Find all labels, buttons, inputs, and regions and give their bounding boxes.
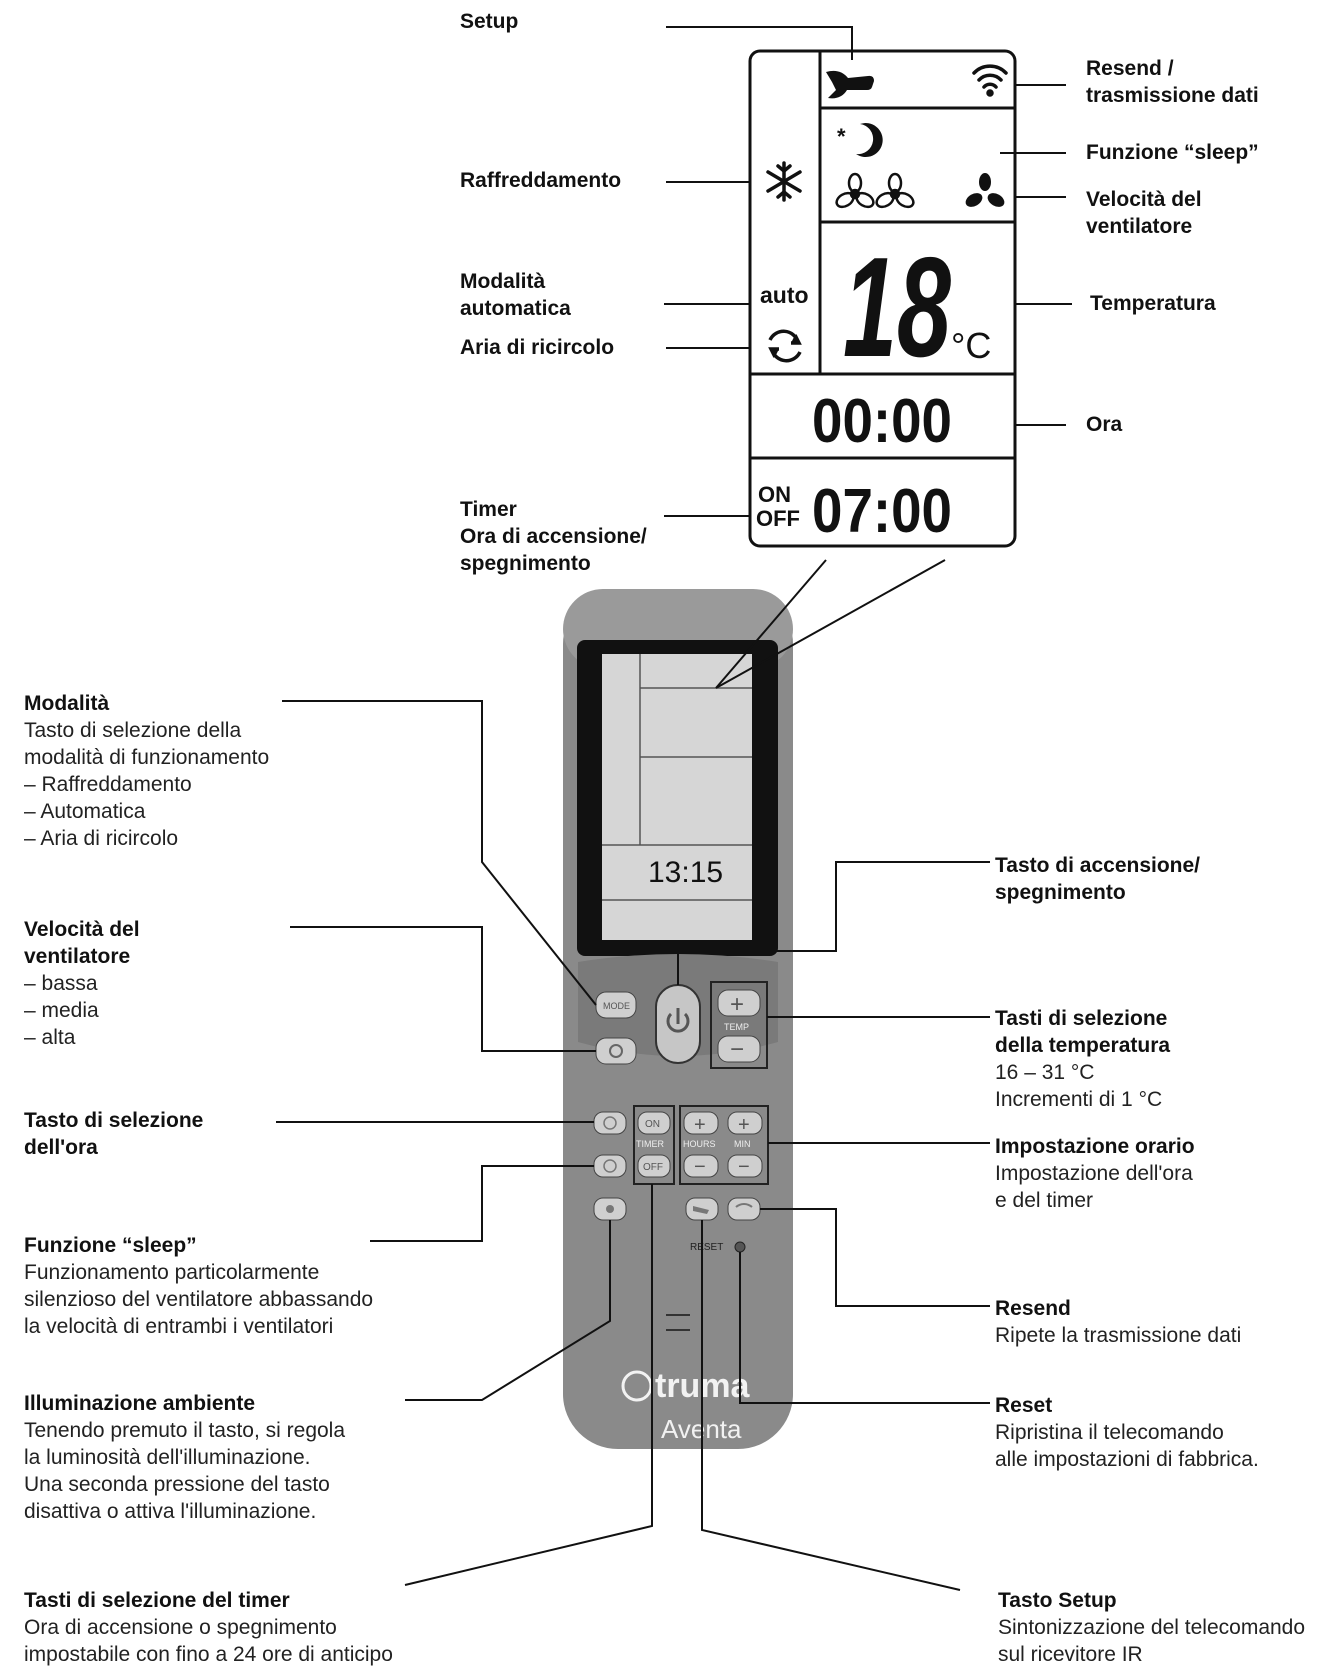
label-temperature: Temperatura (1090, 292, 1216, 315)
wrench-icon (693, 1206, 709, 1214)
hours-plus-button[interactable]: + (683, 1111, 719, 1136)
label-power: Tasto di accensione/ spegnimento (995, 854, 1201, 904)
label-resend-lcd: Resend / trasmissione dati (1086, 57, 1259, 107)
svg-text:−: − (738, 1156, 750, 1178)
label-setup-button: Tasto Setup Sintonizzazione del telecoma… (998, 1589, 1306, 1666)
svg-text:+: + (694, 1114, 706, 1136)
label-light: Illuminazione ambiente Tenendo premuto i… (24, 1392, 346, 1523)
fan-icon (609, 1044, 623, 1058)
fan-speed-button[interactable] (595, 1037, 637, 1065)
label-fan-speed: Velocità del ventilatore – bassa – media… (24, 918, 140, 1049)
label-time-setting: Impostazione orario Impostazione dell'or… (995, 1135, 1195, 1212)
fan-high-icon (965, 173, 1005, 207)
label-recirculation: Aria di ricircolo (460, 336, 615, 359)
wifi-icon (735, 1203, 753, 1208)
label-setup: Setup (460, 10, 519, 33)
lcd-temperature-unit: °C (951, 325, 991, 366)
hours-label: HOURS (683, 1139, 716, 1149)
min-plus-button[interactable]: + (727, 1111, 763, 1136)
svg-text:MODE: MODE (603, 1001, 630, 1011)
min-minus-button[interactable]: − (727, 1154, 763, 1178)
label-resend: Resend Ripete la trasmissione dati (995, 1297, 1242, 1347)
setup-button[interactable] (685, 1197, 719, 1221)
snowflake-icon (766, 161, 802, 202)
label-sleep: Funzione “sleep” Funzionamento particola… (24, 1234, 374, 1338)
label-auto-mode: Modalità automatica (460, 270, 571, 320)
svg-text:ON: ON (645, 1119, 660, 1130)
label-timer-select: Tasti di selezione del timer Ora di acce… (24, 1589, 393, 1666)
temp-label: TEMP (724, 1022, 749, 1032)
moon-icon (603, 1159, 617, 1173)
label-sleep-lcd: Funzione “sleep” (1086, 141, 1259, 164)
label-timer-lcd: Timer Ora di accensione/ spegnimento (460, 498, 647, 575)
temp-button-group (710, 981, 768, 1069)
svg-text:+: + (738, 1114, 750, 1136)
svg-text:−: − (730, 1036, 744, 1063)
svg-text:−: − (694, 1156, 706, 1178)
clock-icon (603, 1116, 617, 1130)
lcd-temperature-digits: 18 (843, 228, 951, 387)
svg-text:*: * (837, 124, 846, 149)
power-icon (666, 1012, 690, 1033)
lcd-clock-digits: 00:00 (812, 387, 952, 456)
label-temp-select: Tasti di selezione della temperatura 16 … (995, 1007, 1171, 1111)
label-reset: Reset Ripristina il telecomando alle imp… (995, 1394, 1259, 1471)
timer-label: TIMER (636, 1139, 664, 1149)
resend-button[interactable] (727, 1197, 761, 1221)
recirculation-icon (768, 329, 802, 363)
lcd-on-text: ON (758, 482, 791, 507)
wrench-icon (826, 70, 874, 99)
min-label: MIN (734, 1139, 751, 1149)
wifi-icon (972, 64, 1008, 97)
power-button[interactable] (655, 984, 701, 1064)
lcd-timer-digits: 07:00 (812, 477, 952, 546)
fan-mid-icon (875, 172, 915, 209)
lcd-frame (748, 49, 1017, 548)
light-icon (606, 1205, 614, 1213)
lcd-off-text: OFF (756, 506, 800, 531)
svg-text:+: + (730, 991, 744, 1018)
mode-button[interactable]: MODE (595, 991, 637, 1019)
timer-button-group (633, 1105, 675, 1185)
label-cooling: Raffreddamento (460, 169, 622, 192)
remote-screen-time: 13:15 (648, 856, 723, 889)
label-mode: Modalità Tasto di selezione della modali… (24, 692, 270, 850)
reset-pinhole[interactable] (734, 1241, 746, 1253)
light-button[interactable] (593, 1197, 627, 1221)
leader-lines (276, 26, 1072, 1591)
reset-label: RESET (690, 1242, 723, 1253)
hours-minus-button[interactable]: − (683, 1154, 719, 1178)
timer-on-button[interactable]: ON (637, 1111, 671, 1135)
label-fan-speed-lcd: Velocità del ventilatore (1086, 188, 1202, 238)
temp-minus-button[interactable]: − (717, 1035, 761, 1063)
timer-off-button[interactable]: OFF (637, 1154, 671, 1178)
lcd-auto-text: auto (760, 282, 809, 308)
time-button-group (679, 1105, 769, 1185)
label-clock-select: Tasto di selezione dell'ora (24, 1109, 204, 1159)
sleep-moon-icon: * (837, 123, 883, 158)
fan-low-icon (835, 172, 875, 209)
sleep-button[interactable] (593, 1154, 627, 1178)
clock-select-button[interactable] (593, 1111, 627, 1135)
label-clock: Ora (1086, 413, 1123, 436)
svg-text:OFF: OFF (643, 1162, 663, 1173)
temp-plus-button[interactable]: + (717, 989, 761, 1018)
